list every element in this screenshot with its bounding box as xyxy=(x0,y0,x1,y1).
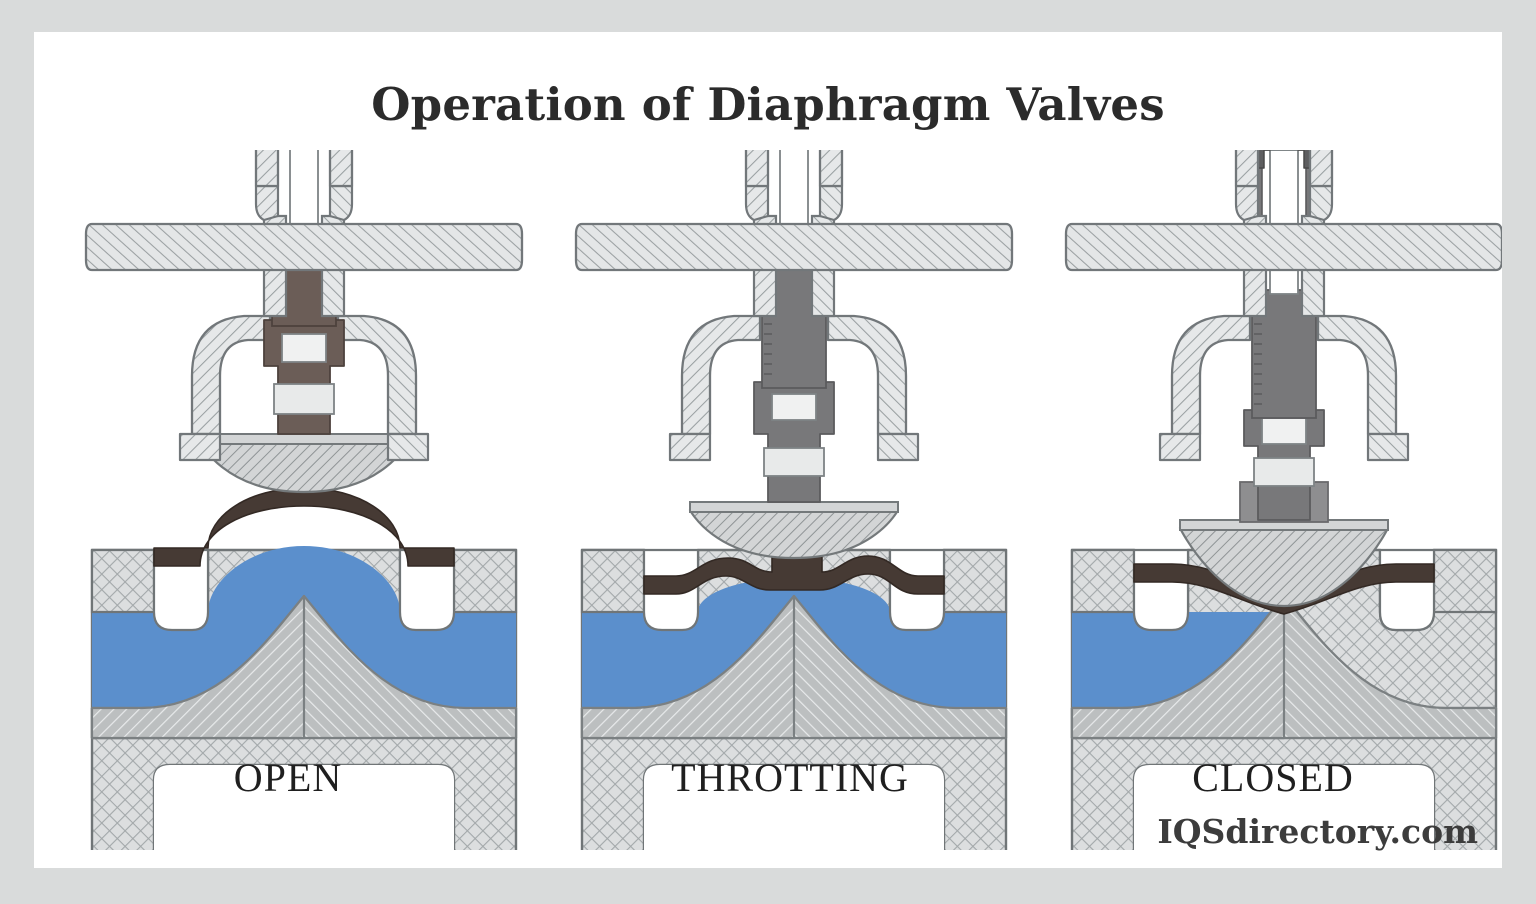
valve-panel-closed xyxy=(1064,150,1502,850)
caption-closed: CLOSED xyxy=(1192,755,1354,800)
compressor-open xyxy=(198,433,410,494)
diaphragm-throtting xyxy=(643,547,945,595)
source-watermark: IQSdirectory.com xyxy=(1157,812,1478,851)
stem-assembly-throtting xyxy=(753,150,835,503)
page-title: Operation of Diaphragm Valves xyxy=(371,78,1165,131)
valve-panel-open xyxy=(84,150,524,850)
valve-panel-throtting xyxy=(574,150,1014,850)
caption-open: OPEN xyxy=(233,755,343,800)
fluid-open xyxy=(92,546,516,708)
fluid-throtting xyxy=(582,578,1006,708)
diaphragm-valve-diagram xyxy=(84,150,1502,850)
illustration-canvas: Operation of Diaphragm Valves xyxy=(34,32,1502,868)
compressor-closed xyxy=(1178,519,1390,608)
compressor-throtting xyxy=(688,501,900,560)
fluid-closed xyxy=(1072,596,1284,708)
caption-throtting: THROTTING xyxy=(671,755,909,800)
